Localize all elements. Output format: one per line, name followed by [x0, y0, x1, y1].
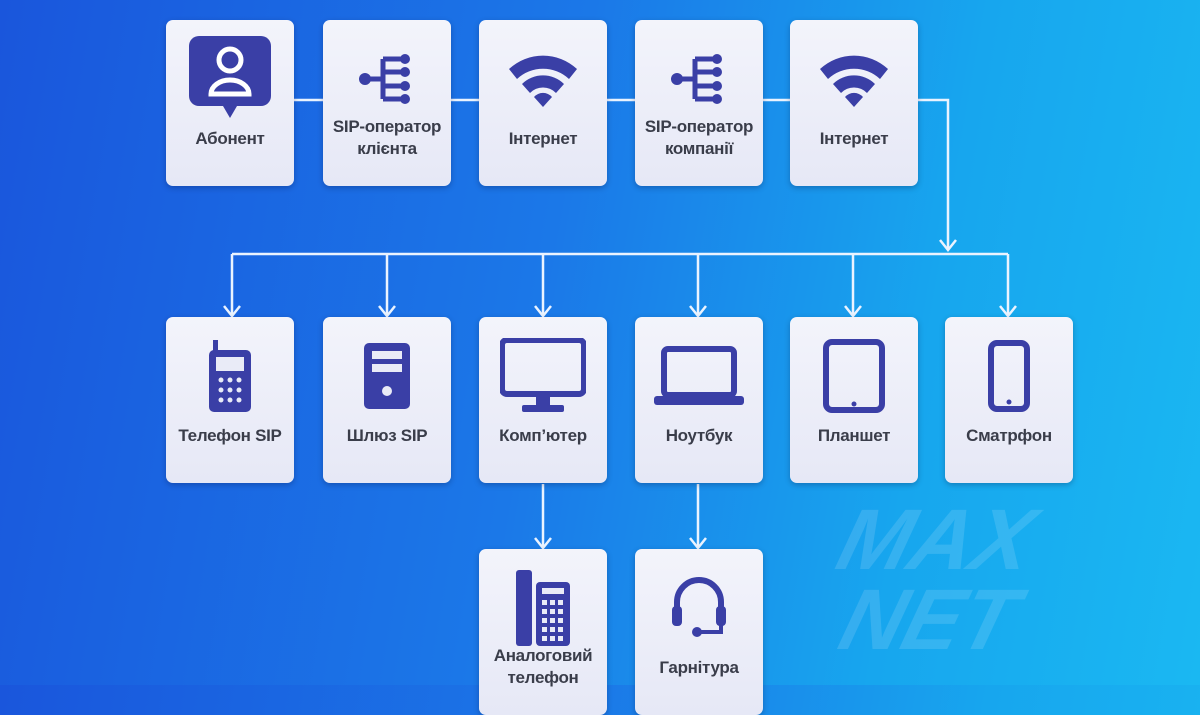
network-branch-icon: [635, 34, 763, 124]
node-label-line: Комп’ютер: [499, 426, 587, 445]
node-label: SIP-оператор компанії: [637, 116, 761, 160]
device_row-node-monitor: Комп’ютер: [479, 317, 607, 483]
node-label-line: Телефон SIP: [178, 426, 282, 445]
node-label: Аналоговий телефон: [481, 645, 605, 689]
laptop-icon: [635, 331, 763, 421]
node-label: Комп’ютер: [481, 425, 605, 447]
node-label-line: Планшет: [817, 426, 891, 445]
user-chat-icon: [166, 34, 294, 124]
node-label-line: Інтернет: [819, 129, 889, 148]
smartphone-icon: [945, 331, 1073, 421]
node-label-line: Інтернет: [508, 129, 578, 148]
node-label: Інтернет: [481, 128, 605, 150]
node-label-line: Гарнітура: [659, 658, 739, 677]
arrowhead: [689, 537, 707, 551]
arrowhead: [689, 305, 707, 319]
node-label: Планшет: [792, 425, 916, 447]
arrowhead: [844, 305, 862, 319]
node-label-line: Ноутбук: [665, 426, 733, 445]
device_row-node-server: Шлюз SIP: [323, 317, 451, 483]
top_row-node-network-branch: SIP-оператор клієнта: [323, 20, 451, 186]
node-label-line: телефон: [507, 668, 579, 687]
tablet-icon: [790, 331, 918, 421]
bottom_row-node-desk-phone: Аналоговий телефон: [479, 549, 607, 715]
connector-lines: [223, 98, 1017, 551]
node-label-line: Абонент: [195, 129, 265, 148]
node-label-line: Аналоговий: [493, 646, 593, 665]
arrowhead: [999, 305, 1017, 319]
arrowhead: [378, 305, 396, 319]
device_row-node-tablet: Планшет: [790, 317, 918, 483]
mobile-phone-icon: [166, 331, 294, 421]
desk-phone-icon: [479, 563, 607, 653]
node-label-line: клієнта: [357, 139, 417, 158]
server-icon: [323, 331, 451, 421]
node-label: SIP-оператор клієнта: [325, 116, 449, 160]
arrowhead: [223, 305, 241, 319]
node-label-line: компанії: [664, 139, 734, 158]
node-label: Ноутбук: [637, 425, 761, 447]
wifi-icon: [479, 34, 607, 124]
device_row-node-smartphone: Сматрфон: [945, 317, 1073, 483]
device_row-node-mobile-phone: Телефон SIP: [166, 317, 294, 483]
node-label: Телефон SIP: [168, 425, 292, 447]
network-branch-icon: [323, 34, 451, 124]
arrowhead: [534, 537, 552, 551]
node-label: Абонент: [168, 128, 292, 150]
node-label: Шлюз SIP: [325, 425, 449, 447]
node-label-line: Сматрфон: [966, 426, 1052, 445]
node-label: Гарнітура: [637, 657, 761, 679]
top_row-node-wifi: Інтернет: [790, 20, 918, 186]
node-label-line: SIP-оператор: [644, 117, 754, 136]
top_row-node-user-chat: Абонент: [166, 20, 294, 186]
top_row-node-wifi: Інтернет: [479, 20, 607, 186]
device_row-node-laptop: Ноутбук: [635, 317, 763, 483]
headset-icon: [635, 563, 763, 653]
monitor-icon: [479, 331, 607, 421]
node-label: Інтернет: [792, 128, 916, 150]
arrowhead: [534, 305, 552, 319]
node-label-line: Шлюз SIP: [346, 426, 428, 445]
wifi-icon: [790, 34, 918, 124]
top_row-node-network-branch: SIP-оператор компанії: [635, 20, 763, 186]
node-label-line: SIP-оператор: [332, 117, 442, 136]
bottom_row-node-headset: Гарнітура: [635, 549, 763, 715]
node-label: Сматрфон: [947, 425, 1071, 447]
